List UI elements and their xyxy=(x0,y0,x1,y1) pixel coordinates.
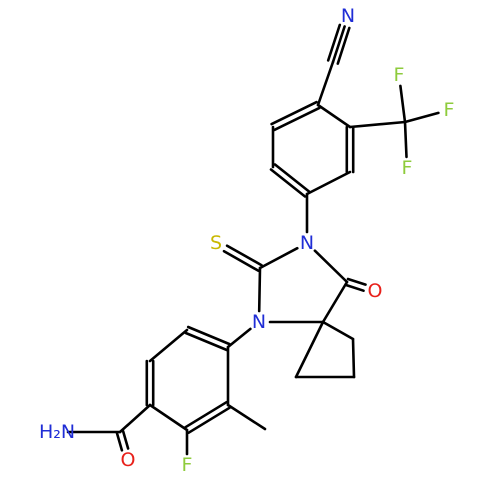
bond-spiro-cb1 xyxy=(321,320,355,341)
atom-label-n_imide: N xyxy=(300,232,314,254)
bond-b2-b3 xyxy=(148,328,189,363)
atom-label-f2: F xyxy=(444,99,455,121)
bond-n_nitrile-c_nitrile-b xyxy=(326,23,342,62)
bond-c_nitrile-a1 xyxy=(316,60,335,107)
bond-a6-cf3 xyxy=(348,120,407,129)
bond-b5-b6-b xyxy=(184,400,228,429)
bond-c_keto-o_carbonyl-b xyxy=(346,277,367,286)
bond-cf3-f3 xyxy=(403,120,408,159)
atom-label-o_amide: O xyxy=(121,449,136,471)
atom-label-n_aryl: N xyxy=(252,311,266,333)
bond-a1-a2-a xyxy=(270,100,318,126)
bond-b4-amide_c xyxy=(118,403,152,434)
bond-c_thione-s_thione-b xyxy=(222,249,260,273)
bond-a6-a1 xyxy=(316,103,352,129)
bonds xyxy=(66,23,440,456)
bond-n_imide-c_thione xyxy=(258,246,299,270)
atom-label-f3: F xyxy=(402,157,413,179)
atom-label-n_nitrile: N xyxy=(341,5,355,27)
bond-n_nitrile-c_nitrile-a xyxy=(331,25,346,64)
bond-a3-a4-b xyxy=(273,163,311,193)
atom-labels: N F F F S N O N H₂N O F xyxy=(39,5,455,476)
bond-b6-methyl xyxy=(226,403,267,431)
bond-amide_c-o_amide-b xyxy=(121,429,130,450)
atom-label-s_thione: S xyxy=(210,232,222,254)
bond-a1-a2-b xyxy=(273,106,321,132)
bond-b1-b2-b xyxy=(184,331,229,352)
atom-label-f1: F xyxy=(394,64,405,86)
bond-c_thione-n_aryl xyxy=(257,266,262,313)
bond-c_keto-o_carbonyl-a xyxy=(344,283,365,293)
bond-b5-b6-a xyxy=(187,406,231,435)
bond-n_nitrile-c_nitrile-c xyxy=(336,26,351,65)
bond-c_thione-s_thione-a xyxy=(225,244,263,267)
bond-a4-a5 xyxy=(305,170,352,196)
bond-cb3-spiro xyxy=(294,320,325,379)
bond-b1-b2-a xyxy=(186,325,231,346)
bond-b4-b5 xyxy=(148,403,189,432)
bond-cf3-f1 xyxy=(399,84,407,124)
bond-cf3-f2 xyxy=(403,111,440,124)
bond-a3-a4-a xyxy=(269,168,307,198)
atom-label-o_carbonyl: O xyxy=(368,280,383,302)
bond-amide_c-o_amide-a xyxy=(115,431,124,452)
atom-label-f_aryl: F xyxy=(182,454,193,476)
bond-n_imide-c_keto xyxy=(313,249,349,284)
bond-n_aryl-b1 xyxy=(226,327,252,349)
bond-cb1-cb2 xyxy=(351,337,356,379)
atom-label-nh2: H₂N xyxy=(39,421,75,443)
bond-c_keto-spiro xyxy=(321,280,349,324)
